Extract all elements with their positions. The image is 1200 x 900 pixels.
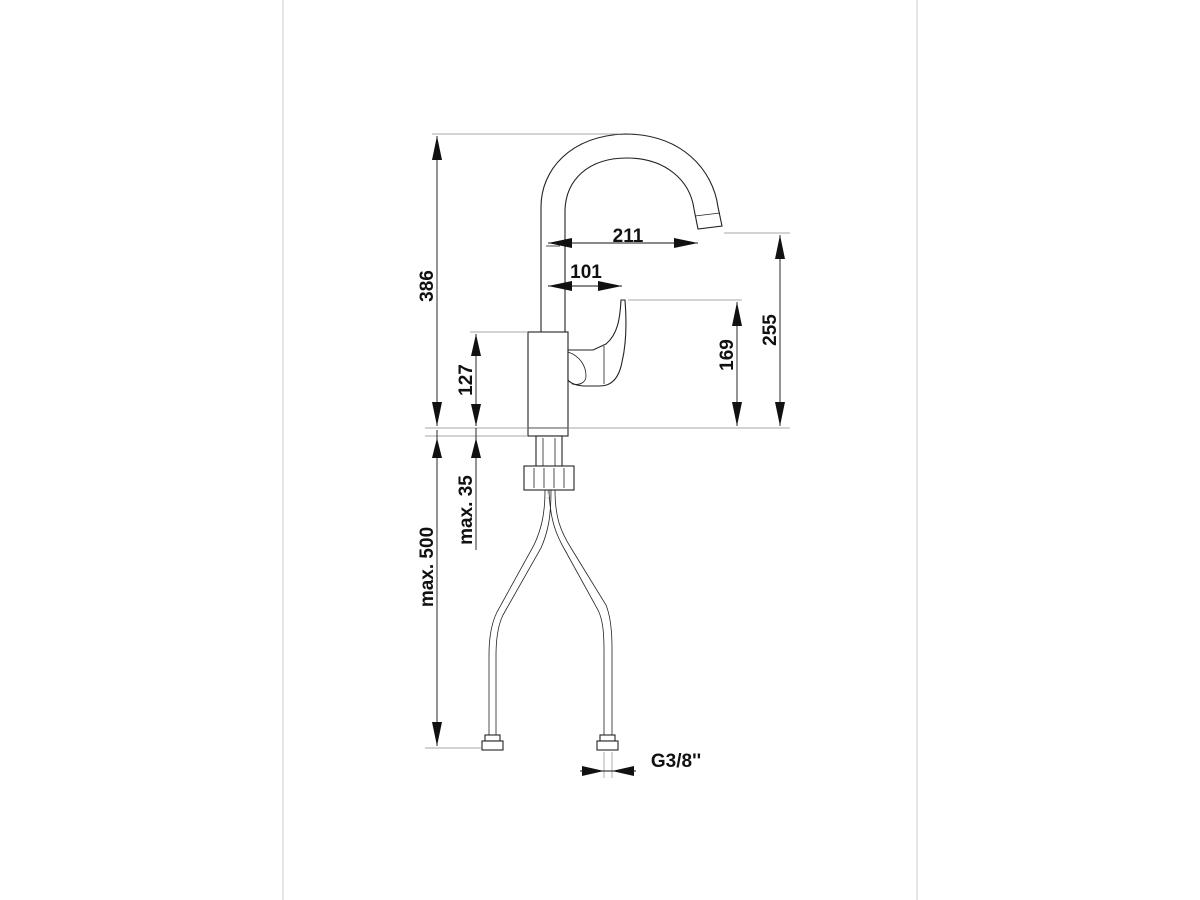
dim-label-lever-offset: 101 xyxy=(570,262,602,283)
dim-label-max-deck-thickness: max. 35 xyxy=(456,475,477,545)
spout xyxy=(540,133,723,335)
dim-label-max-hose-length: max. 500 xyxy=(417,527,438,607)
lever-hub xyxy=(567,351,587,385)
lever-handle xyxy=(567,299,627,387)
faucet-outline xyxy=(481,133,723,751)
extension-lines xyxy=(425,133,790,778)
hose-right-outer xyxy=(548,489,605,735)
dim-label-spout-outlet-height: 255 xyxy=(760,314,781,346)
hose-right-inner xyxy=(554,489,613,735)
dim-label-body-height: 127 xyxy=(456,364,477,396)
dimension-lines xyxy=(432,136,785,776)
left-fitting-nut xyxy=(481,740,504,751)
dim-label-lever-height: 169 xyxy=(717,339,738,371)
spout-outlet-ring xyxy=(694,212,721,217)
dim-label-spout-reach: 211 xyxy=(613,226,644,247)
right-fitting-nut xyxy=(596,740,619,751)
faucet-body xyxy=(527,331,569,429)
dim-label-connection-thread: G3/8'' xyxy=(651,751,701,772)
mounting-nut xyxy=(523,465,575,491)
hose-left-outer xyxy=(488,489,546,735)
left-fitting-ring xyxy=(484,734,501,742)
dim-label-total-height: 386 xyxy=(417,270,438,302)
hose-left-inner xyxy=(495,489,552,735)
mounting-shank xyxy=(535,435,563,469)
right-fitting-ring xyxy=(599,734,616,742)
body-base-ring xyxy=(527,427,569,437)
